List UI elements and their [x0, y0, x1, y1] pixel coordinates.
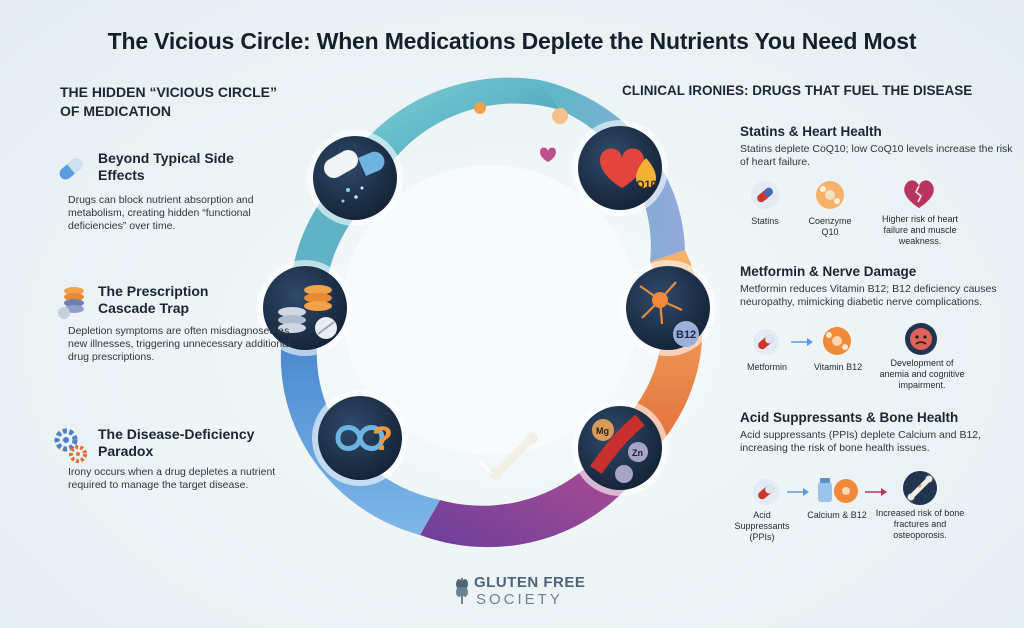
left-section-title: Beyond Typical Side Effects	[98, 150, 234, 183]
flow-label: Statins	[751, 216, 779, 226]
node-paradox: ?	[312, 390, 408, 486]
wheat-logo-icon	[456, 578, 468, 604]
logo-line-2: SOCIETY	[476, 591, 563, 608]
broken-heart-small-icon	[540, 147, 556, 162]
node-heart-q10: Q10	[572, 120, 668, 216]
right-section-title: Metformin & Nerve Damage	[740, 264, 917, 279]
pill-stack-icon	[58, 287, 84, 319]
gears-icon	[54, 428, 87, 463]
broken-bone-icon	[479, 432, 538, 480]
right-section-text: Metformin reduces Vitamin B12; B12 defic…	[740, 283, 997, 308]
flow-label: Calcium & B12	[807, 510, 867, 520]
question-mark-label: ?	[372, 420, 393, 458]
flow-label: Metformin	[746, 362, 787, 372]
coq10-molecule-icon	[816, 181, 844, 209]
left-section-text: Drugs can block nutrient absorption and …	[68, 194, 254, 232]
right-section-acid: Acid Suppressants & Bone Health Acid sup…	[740, 410, 1015, 455]
right-section-title: Statins & Heart Health	[740, 124, 882, 139]
statins-pill-icon	[751, 181, 779, 209]
q10-label: Q10	[636, 179, 657, 191]
arrow-right-icon	[865, 488, 887, 496]
right-section-metformin: Metformin & Nerve Damage Metformin reduc…	[740, 264, 1015, 309]
broken-heart-icon	[904, 180, 934, 208]
right-section-statins: Statins & Heart Health Statins deplete C…	[740, 124, 1015, 169]
metformin-pill-icon	[753, 329, 779, 355]
arrow-right-icon	[787, 488, 809, 496]
node-minerals: Mg Zn	[572, 400, 668, 496]
calcium-b12-icon	[818, 478, 858, 503]
right-section-text: Acid suppressants (PPIs) deplete Calcium…	[740, 429, 982, 454]
ring-center	[342, 165, 638, 455]
node-capsule	[307, 130, 403, 226]
flow-label: Coenzyme Q10	[808, 216, 852, 237]
sad-brain-icon	[905, 323, 937, 355]
left-section-title: The Disease-Deficiency Paradox	[98, 426, 255, 459]
left-section-title: The Prescription Cascade Trap	[98, 283, 209, 316]
sad-face-icon	[552, 108, 568, 124]
left-section-text: Depletion symptoms are often misdiagnose…	[68, 325, 291, 363]
mg-label: Mg	[596, 426, 609, 436]
arrow-right-icon	[791, 338, 813, 346]
flow-label: Higher risk of heart failure and muscle …	[881, 214, 959, 246]
page-title: The Vicious Circle: When Medications Dep…	[107, 28, 917, 54]
flow-label: Increased risk of bone fractures and ost…	[875, 508, 965, 540]
node-nerve-b12: B12	[620, 260, 716, 356]
b12-label: B12	[676, 329, 696, 341]
ppi-pill-icon	[753, 479, 779, 505]
right-section-title: Acid Suppressants & Bone Health	[740, 410, 959, 425]
vitamin-b12-icon	[823, 327, 851, 355]
flow-label: Development of anemia and cognitive impa…	[879, 358, 965, 390]
left-section-text: Irony occurs when a drug depletes a nutr…	[68, 466, 276, 491]
right-heading: CLINICAL IRONIES: DRUGS THAT FUEL THE DI…	[622, 83, 973, 98]
ring-segment-purple	[420, 425, 655, 548]
zn-label: Zn	[632, 448, 643, 458]
left-heading: THE HIDDEN “VICIOUS CIRCLE” OF MEDICATIO…	[60, 84, 278, 119]
ring-segment-top	[540, 80, 685, 262]
right-section-text: Statins deplete CoQ10; low CoQ10 levels …	[740, 143, 1013, 168]
capsule-icon	[59, 158, 83, 180]
brand-logo: GLUTEN FREE SOCIETY	[450, 570, 590, 610]
logo-line-1: GLUTEN FREE	[474, 574, 586, 591]
flow-label: Vitamin B12	[813, 362, 863, 372]
flow-label: Acid Suppressants (PPIs)	[734, 510, 790, 542]
fractured-bone-icon	[903, 471, 937, 505]
node-pill-stack	[257, 260, 353, 356]
small-pill-icon	[474, 102, 486, 114]
